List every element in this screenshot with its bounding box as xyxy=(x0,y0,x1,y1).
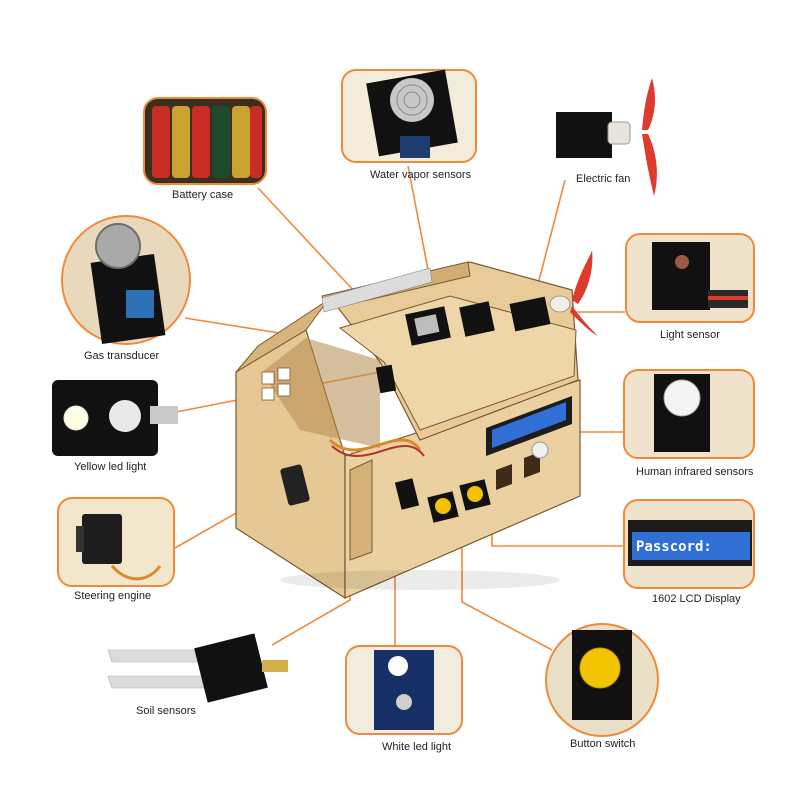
callout-pir xyxy=(623,369,755,459)
component-labels: Battery case Water vapor sensors Electri… xyxy=(74,169,754,753)
label-light-sensor: Light sensor xyxy=(660,329,720,341)
callout-button xyxy=(545,623,659,737)
callout-battery-case xyxy=(143,97,267,185)
callout-electric-fan xyxy=(556,78,657,196)
callout-lcd: Passcord: xyxy=(623,499,755,589)
callout-white-led xyxy=(345,645,463,735)
wooden-house xyxy=(235,250,598,600)
label-pir: Human infrared sensors xyxy=(636,466,754,478)
callout-water-vapor xyxy=(341,69,477,163)
label-electric-fan: Electric fan xyxy=(576,173,630,185)
label-white-led: White led light xyxy=(382,741,451,753)
label-gas: Gas transducer xyxy=(84,350,160,362)
label-yellow-led: Yellow led light xyxy=(74,461,146,473)
callout-steering xyxy=(57,497,175,587)
callout-soil xyxy=(107,633,288,703)
label-soil: Soil sensors xyxy=(136,705,196,717)
label-button: Button switch xyxy=(570,738,635,750)
label-battery-case: Battery case xyxy=(172,189,233,201)
callout-gas xyxy=(61,215,191,345)
label-steering: Steering engine xyxy=(74,590,151,602)
callout-yellow-led xyxy=(52,380,178,456)
label-water-vapor: Water vapor sensors xyxy=(370,169,472,181)
lcd-screen-text: Passcord: xyxy=(636,539,712,555)
callout-light-sensor xyxy=(625,233,755,323)
label-lcd: 1602 LCD Display xyxy=(652,593,741,605)
